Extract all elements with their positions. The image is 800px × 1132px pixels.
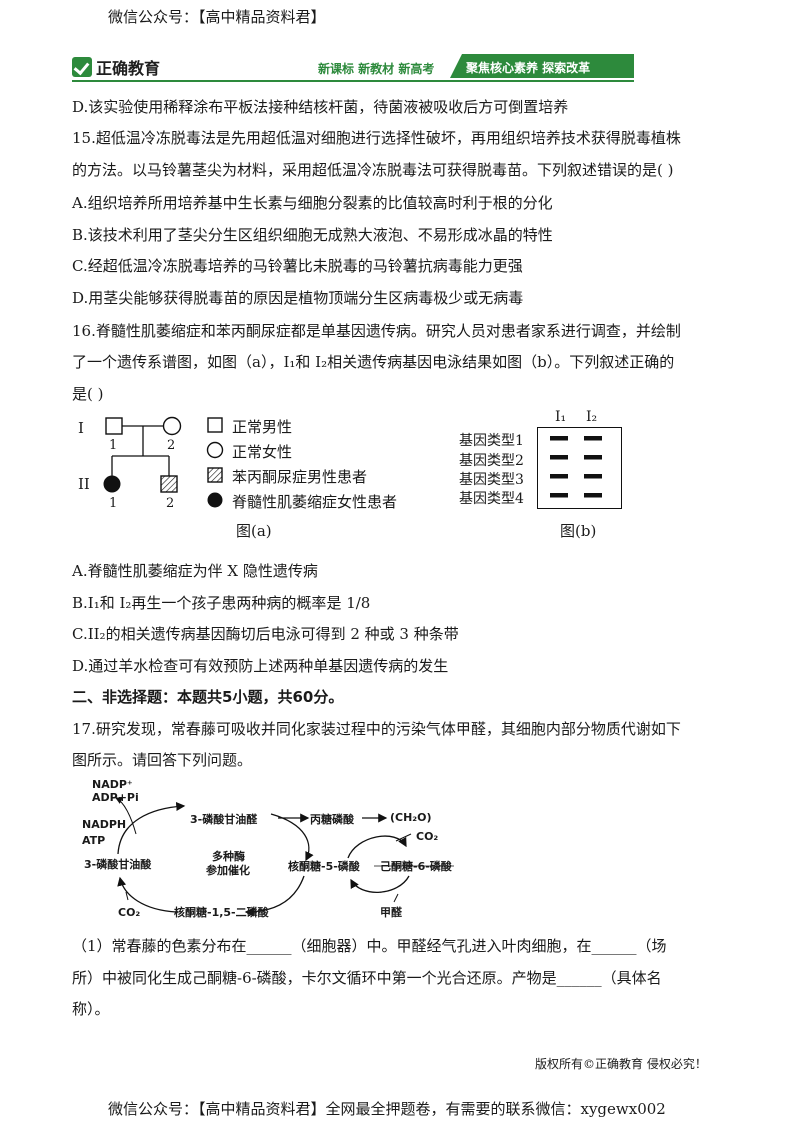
q16-stem-1: 16.脊髓性肌萎缩症和苯丙酮尿症都是单基因遗传病。研究人员对患者家系进行调查，并… bbox=[72, 322, 681, 340]
ii2-affected-male-symbol bbox=[160, 475, 178, 493]
band-i1-1 bbox=[550, 436, 568, 441]
q17-stem-2: 图所示。请回答下列问题。 bbox=[72, 751, 253, 769]
legend-normal-male-icon bbox=[207, 417, 223, 433]
enzyme-label-1: 多种酶 bbox=[212, 850, 245, 863]
slogan-banner bbox=[450, 54, 634, 78]
q14-option-d: D.该实验使用稀释涂布平板法接种结核杆菌，待菌液被吸收后方可倒置培养 bbox=[72, 98, 569, 116]
legend-normal-male: 正常男性 bbox=[232, 418, 293, 436]
generation-i: I bbox=[78, 419, 84, 437]
gel-col-i2: I₂ bbox=[586, 409, 598, 425]
legend-normal-female: 正常女性 bbox=[232, 443, 293, 461]
formaldehyde-label: 甲醛 bbox=[380, 906, 402, 919]
q15-stem-1: 15.超低温冷冻脱毒法是先用超低温对细胞进行选择性破坏，再用组织培养技术获得脱毒… bbox=[72, 129, 681, 147]
q16-option-a: A.脊髓性肌萎缩症为伴 X 隐性遗传病 bbox=[72, 562, 318, 580]
q16-option-b: B.I₁和 I₂再生一个孩子患两种病的概率是 1/8 bbox=[72, 594, 371, 612]
gel-bands bbox=[550, 436, 602, 498]
ii1-affected-female-symbol bbox=[103, 475, 121, 493]
ii2-number: 2 bbox=[166, 496, 175, 511]
q16-stem-2: 了一个遗传系谱图，如图（a），I₁和 I₂相关遗传病基因电泳结果如图（b）。下列… bbox=[72, 353, 675, 371]
q15-option-d: D.用茎尖能够获得脱毒苗的原因是植物顶端分生区病毒极少或无病毒 bbox=[72, 289, 524, 307]
gel-row-3: 基因类型3 bbox=[459, 472, 524, 488]
check-icon bbox=[72, 57, 92, 77]
generation-ii: II bbox=[78, 475, 90, 493]
hu6p-label: 己酮糖-6-磷酸 bbox=[380, 860, 452, 873]
q15-option-c: C.经超低温冷冻脱毒培养的马铃薯比未脱毒的马铃薯抗病毒能力更强 bbox=[72, 257, 523, 275]
ii1-number: 1 bbox=[109, 496, 118, 511]
q16-stem-3: 是( ) bbox=[72, 385, 104, 403]
gel-col-i1: I₁ bbox=[555, 409, 567, 425]
i1-number: 1 bbox=[109, 438, 118, 453]
footer-wechat: 微信公众号：【高中精品资料君】全网最全押题卷，有需要的联系微信：xygewx00… bbox=[108, 1100, 666, 1118]
header-wechat: 微信公众号：【高中精品资料君】 bbox=[108, 8, 326, 26]
q17-sub1-line-3: 称）。 bbox=[72, 1000, 110, 1018]
copyright-notice: 版权所有©正确教育 侵权必究！ bbox=[535, 1057, 707, 1071]
band-i2-2 bbox=[584, 455, 602, 460]
brand-logo: 正确教育 bbox=[72, 56, 160, 78]
legend-sma-female: 脊髓性肌萎缩症女性患者 bbox=[232, 493, 398, 511]
legend-sma-female-icon bbox=[207, 492, 223, 508]
i2-female-symbol bbox=[162, 416, 182, 436]
nadph-label: NADPH bbox=[82, 818, 127, 831]
gel-row-1: 基因类型1 bbox=[459, 433, 524, 449]
pedigree-legend-symbols bbox=[206, 417, 224, 508]
q16-option-d: D.通过羊水检查可有效预防上述两种单基因遗传病的发生 bbox=[72, 657, 449, 675]
co2-top-label: CO₂ bbox=[416, 830, 439, 843]
adp-label: ADP+Pi bbox=[92, 791, 139, 804]
ru5p-label: 核酮糖-5-磷酸 bbox=[288, 860, 360, 873]
co2-bottom-label: CO₂ bbox=[118, 906, 141, 919]
rubp-label: 核酮糖-1,5-二磷酸 bbox=[174, 906, 269, 919]
arrow-ru5p-to-rubp bbox=[244, 875, 305, 917]
band-i1-2 bbox=[550, 455, 568, 460]
ch2o-label: (CH₂O) bbox=[390, 811, 432, 824]
q17-sub1-line-2: 所）中被同化生成己酮糖-6-磷酸，卡尔文循环中第一个光合还原。产物是______… bbox=[72, 969, 662, 987]
brand-name: 正确教育 bbox=[96, 59, 161, 78]
arrow-hu6p-to-ru5p bbox=[350, 875, 410, 893]
gel-row-2: 基因类型2 bbox=[459, 453, 524, 469]
slogan-right: 聚焦核心素养 探索改革 bbox=[466, 61, 591, 75]
q17-stem-1: 17.研究发现，常春藤可吸收并同化家装过程中的污染气体甲醛，其细胞内部分物质代谢… bbox=[72, 720, 681, 738]
enzyme-label-2: 参加催化 bbox=[206, 864, 250, 877]
legend-pku-male: 苯丙酮尿症男性患者 bbox=[232, 468, 368, 486]
slogan-left: 新课标 新教材 新高考 bbox=[318, 62, 435, 76]
nadp-label: NADP⁺ bbox=[92, 778, 133, 791]
pedigree-diagram bbox=[103, 416, 182, 493]
arrow-rubp-to-pga bbox=[117, 876, 177, 913]
band-i2-4 bbox=[584, 493, 602, 498]
q17-sub1-line-1: （1）常春藤的色素分布在______（细胞器）中。甲醛经气孔进入叶肉细胞，在__… bbox=[72, 937, 667, 955]
band-i1-3 bbox=[550, 474, 568, 479]
band-i2-3 bbox=[584, 474, 602, 479]
header-rule bbox=[72, 80, 634, 82]
gel-row-4: 基因类型4 bbox=[459, 491, 524, 507]
q15-option-b: B.该技术利用了茎尖分生区组织细胞无成熟大液泡、不易形成冰晶的特性 bbox=[72, 226, 553, 244]
band-i1-4 bbox=[550, 493, 568, 498]
i2-number: 2 bbox=[167, 438, 176, 453]
arrow-pga-to-g3p bbox=[117, 801, 186, 855]
triose-phosphate-label: 丙糖磷酸 bbox=[310, 813, 354, 826]
pga-label: 3-磷酸甘油酸 bbox=[84, 858, 152, 871]
g3p-label: 3-磷酸甘油醛 bbox=[190, 813, 258, 826]
figure-b-caption: 图(b) bbox=[560, 522, 597, 540]
section-two-heading: 二、非选择题：本题共5小题，共60分。 bbox=[72, 688, 344, 706]
legend-pku-male-icon bbox=[207, 467, 223, 483]
legend-normal-female-icon bbox=[206, 441, 224, 459]
q15-option-a: A.组织培养所用培养基中生长素与细胞分裂素的比值较高时利于根的分化 bbox=[72, 194, 553, 212]
arrow-g3p-to-ru5p bbox=[270, 813, 314, 862]
figure-a-caption: 图(a) bbox=[236, 522, 272, 540]
q15-stem-2: 的方法。以马铃薯茎尖为材料，采用超低温冷冻脱毒法可获得脱毒苗。下列叙述错误的是(… bbox=[72, 161, 674, 179]
q16-option-c: C.II₂的相关遗传病基因酶切后电泳可得到 2 种或 3 种条带 bbox=[72, 625, 459, 643]
band-i2-1 bbox=[584, 436, 602, 441]
calvin-cycle-diagram bbox=[115, 797, 454, 917]
arrow-ru5p-to-hu6p bbox=[347, 835, 407, 859]
atp-label: ATP bbox=[82, 834, 106, 847]
i1-male-symbol bbox=[105, 417, 123, 435]
gel-box bbox=[537, 427, 622, 509]
